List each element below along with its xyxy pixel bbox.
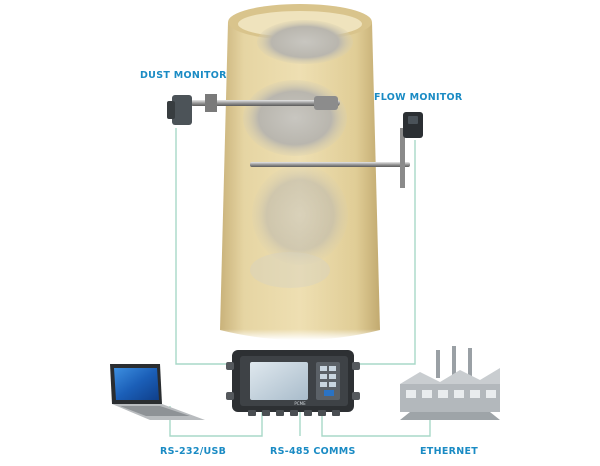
dust-cloud-lower — [252, 165, 348, 265]
wire-dust-to-controller — [175, 128, 238, 365]
dust-monitor-icon — [167, 94, 340, 125]
connection-wires — [169, 128, 431, 437]
flow-monitor-icon — [250, 112, 423, 188]
rs232-label: RS-232/USB — [160, 446, 227, 457]
laptop-icon — [110, 364, 205, 420]
dust-cloud-top — [257, 20, 353, 64]
wire-flow-to-controller — [350, 140, 416, 365]
flow-monitor-label: FLOW MONITOR — [374, 92, 463, 103]
ethernet-label: ETHERNET — [420, 446, 479, 457]
controller-brand: PCME — [294, 401, 306, 406]
wire-controller-to-ethernet — [321, 408, 431, 437]
dust-cloud-middle — [243, 80, 347, 156]
factory-icon — [400, 346, 500, 420]
dust-monitor-label: DUST MONITOR — [140, 70, 227, 81]
rs485-label: RS-485 COMMS — [270, 446, 356, 457]
stack-chimney — [220, 4, 380, 340]
controller-unit-icon: PCME — [226, 350, 360, 416]
wire-controller-to-laptop — [169, 406, 263, 437]
